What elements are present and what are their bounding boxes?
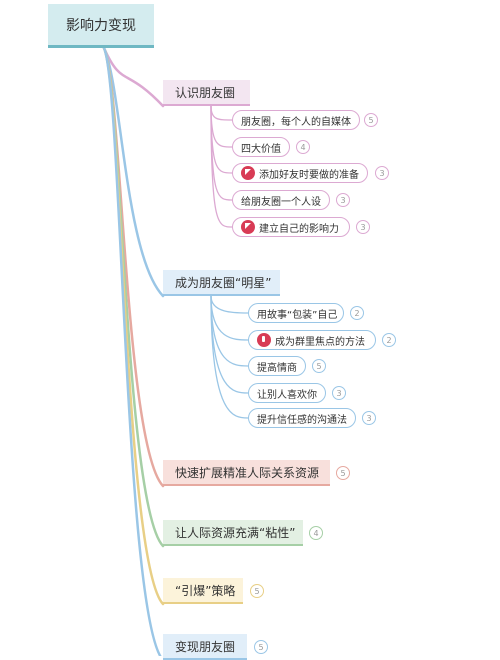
leaf-add-friend-prep[interactable]: 添加好友时要做的准备 [232, 163, 368, 183]
count-badge: 5 [336, 466, 350, 480]
leaf-self-media[interactable]: 朋友圈，每个人的自媒体 [232, 110, 360, 130]
connector-line [102, 46, 165, 108]
leaf-four-values[interactable]: 四大价值 [232, 137, 290, 157]
branch-become-star[interactable]: 成为朋友圈“明星” [163, 270, 280, 296]
pin-icon [257, 333, 271, 347]
count-badge: 4 [296, 140, 310, 154]
connector-line [102, 46, 162, 656]
connector-line [210, 295, 249, 314]
leaf-label: 添加好友时要做的准备 [259, 169, 359, 181]
root-node[interactable]: 影响力变现 [48, 4, 154, 48]
flag-icon [241, 220, 255, 234]
connector-line [210, 105, 233, 228]
leaf-be-liked[interactable]: 让别人喜欢你 [248, 383, 326, 403]
leaf-trust-talk[interactable]: 提升信任感的沟通法 [248, 408, 356, 428]
count-badge: 3 [336, 193, 350, 207]
count-badge: 5 [364, 113, 378, 127]
leaf-label: 成为群里焦点的方法 [275, 336, 365, 348]
root-title: 影响力变现 [66, 17, 136, 34]
branch-sticky-resources[interactable]: 让人际资源充满“粘性” [163, 520, 303, 546]
connector-line [102, 46, 165, 298]
count-badge: 5 [250, 584, 264, 598]
branch-monetize-moments[interactable]: 变现朋友圈 [163, 634, 247, 660]
leaf-label: 朋友圈，每个人的自媒体 [241, 116, 351, 128]
leaf-eq[interactable]: 提高情商 [248, 356, 306, 376]
leaf-label: 提升信任感的沟通法 [257, 414, 347, 426]
branch-title: 让人际资源充满“粘性” [175, 525, 296, 540]
connector-line [210, 105, 233, 148]
count-badge: 4 [309, 526, 323, 540]
leaf-label: 用故事“包装”自己 [257, 309, 338, 321]
leaf-persona[interactable]: 给朋友圈一个人设 [232, 190, 330, 210]
branch-title: 变现朋友圈 [175, 639, 236, 654]
count-badge: 3 [356, 220, 370, 234]
leaf-label: 让别人喜欢你 [257, 389, 317, 401]
branch-title: 成为朋友圈“明星” [175, 275, 272, 290]
branch-detonate-strategy[interactable]: “引爆”策略 [163, 578, 243, 604]
branch-title: 认识朋友圈 [175, 85, 236, 100]
branch-expand-network[interactable]: 快速扩展精准人际关系资源 [163, 460, 330, 486]
branch-title: 快速扩展精准人际关系资源 [175, 465, 320, 480]
connector-line [210, 105, 233, 121]
count-badge: 3 [362, 411, 376, 425]
leaf-story-packaging[interactable]: 用故事“包装”自己 [248, 303, 344, 323]
leaf-label: 给朋友圈一个人设 [241, 196, 321, 208]
count-badge: 2 [382, 333, 396, 347]
connector-line [210, 295, 249, 341]
leaf-label: 四大价值 [241, 143, 281, 155]
leaf-group-focus[interactable]: 成为群里焦点的方法 [248, 330, 376, 350]
leaf-label: 建立自己的影响力 [259, 223, 339, 235]
count-badge: 2 [350, 306, 364, 320]
connector-line [210, 295, 249, 419]
flag-icon [241, 166, 255, 180]
count-badge: 3 [332, 386, 346, 400]
count-badge: 5 [312, 359, 326, 373]
count-badge: 5 [254, 640, 268, 654]
branch-title: “引爆”策略 [175, 583, 236, 598]
leaf-label: 提高情商 [257, 362, 297, 374]
count-badge: 3 [375, 166, 389, 180]
leaf-build-influence[interactable]: 建立自己的影响力 [232, 217, 350, 237]
branch-understand-moments[interactable]: 认识朋友圈 [163, 80, 250, 106]
